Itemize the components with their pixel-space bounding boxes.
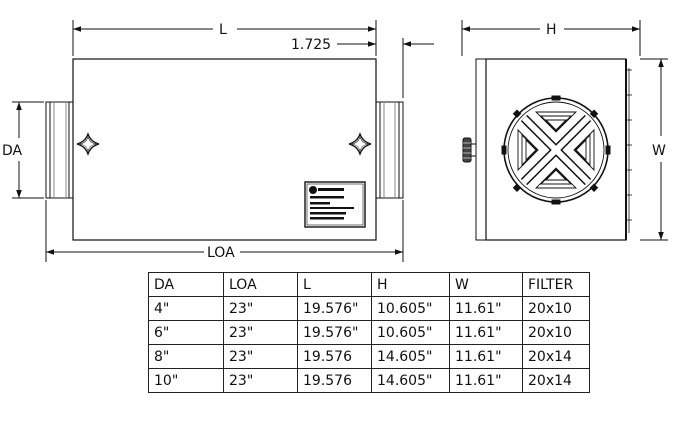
dim-label-LOA: LOA — [207, 245, 235, 261]
side-knob — [462, 137, 477, 163]
fan-grille — [501, 95, 611, 205]
table-cell: 10.605" — [371, 320, 450, 345]
table-cell: 10.605" — [371, 296, 450, 321]
spec-table: DA LOA L H W FILTER 4" 23" 19.576" 10.60… — [148, 272, 590, 393]
brand-logo-icon — [309, 186, 317, 194]
dim-label-H: H — [546, 22, 557, 38]
end-view — [462, 58, 632, 241]
right-duct-collar — [375, 101, 404, 199]
end-view-side-lip — [475, 58, 487, 241]
table-cell: 20x10 — [522, 296, 590, 321]
dim-label-DA: DA — [2, 143, 23, 159]
table-cell: 8" — [148, 344, 224, 369]
header-LOA: LOA — [223, 272, 298, 297]
left-duct-collar — [45, 101, 74, 199]
end-view-edge-ribs — [626, 68, 632, 233]
spec-table-header-row: DA LOA L H W FILTER — [148, 272, 590, 297]
table-cell: 23" — [223, 368, 298, 393]
right-cross-handle — [348, 132, 372, 156]
side-view — [45, 58, 404, 241]
table-cell: 23" — [223, 320, 298, 345]
left-cross-handle — [76, 132, 100, 156]
header-DA: DA — [148, 272, 224, 297]
side-view-dimensions — [12, 20, 434, 262]
header-L: L — [297, 272, 372, 297]
table-cell: 19.576" — [297, 320, 372, 345]
technical-drawing: L 1.725 DA LOA — [2, 20, 668, 262]
table-row: 6" 23" 19.576" 10.605" 11.61" 20x10 — [148, 320, 590, 345]
dim-label-L: L — [219, 22, 227, 38]
table-cell: 19.576" — [297, 296, 372, 321]
table-cell: 19.576 — [297, 368, 372, 393]
header-H: H — [371, 272, 450, 297]
table-cell: 23" — [223, 344, 298, 369]
table-cell: 20x10 — [522, 320, 590, 345]
table-cell: 11.61" — [449, 368, 523, 393]
table-row: 4" 23" 19.576" 10.605" 11.61" 20x10 — [148, 296, 590, 321]
table-row: 8" 23" 19.576 14.605" 11.61" 20x14 — [148, 344, 590, 369]
dim-label-offset: 1.725 — [291, 37, 331, 53]
header-FILTER: FILTER — [522, 272, 590, 297]
end-view-dimensions — [461, 20, 668, 241]
table-cell: 23" — [223, 296, 298, 321]
table-cell: 11.61" — [449, 296, 523, 321]
table-cell: 11.61" — [449, 320, 523, 345]
table-cell: 11.61" — [449, 344, 523, 369]
dim-label-W: W — [652, 143, 666, 159]
header-W: W — [449, 272, 523, 297]
table-cell: 14.605" — [371, 344, 450, 369]
table-cell: 20x14 — [522, 368, 590, 393]
table-cell: 6" — [148, 320, 224, 345]
nameplate-label — [304, 181, 366, 228]
table-row: 10" 23" 19.576 14.605" 11.61" 20x14 — [148, 368, 590, 393]
table-cell: 14.605" — [371, 368, 450, 393]
table-cell: 10" — [148, 368, 224, 393]
table-cell: 19.576 — [297, 344, 372, 369]
table-cell: 20x14 — [522, 344, 590, 369]
table-cell: 4" — [148, 296, 224, 321]
